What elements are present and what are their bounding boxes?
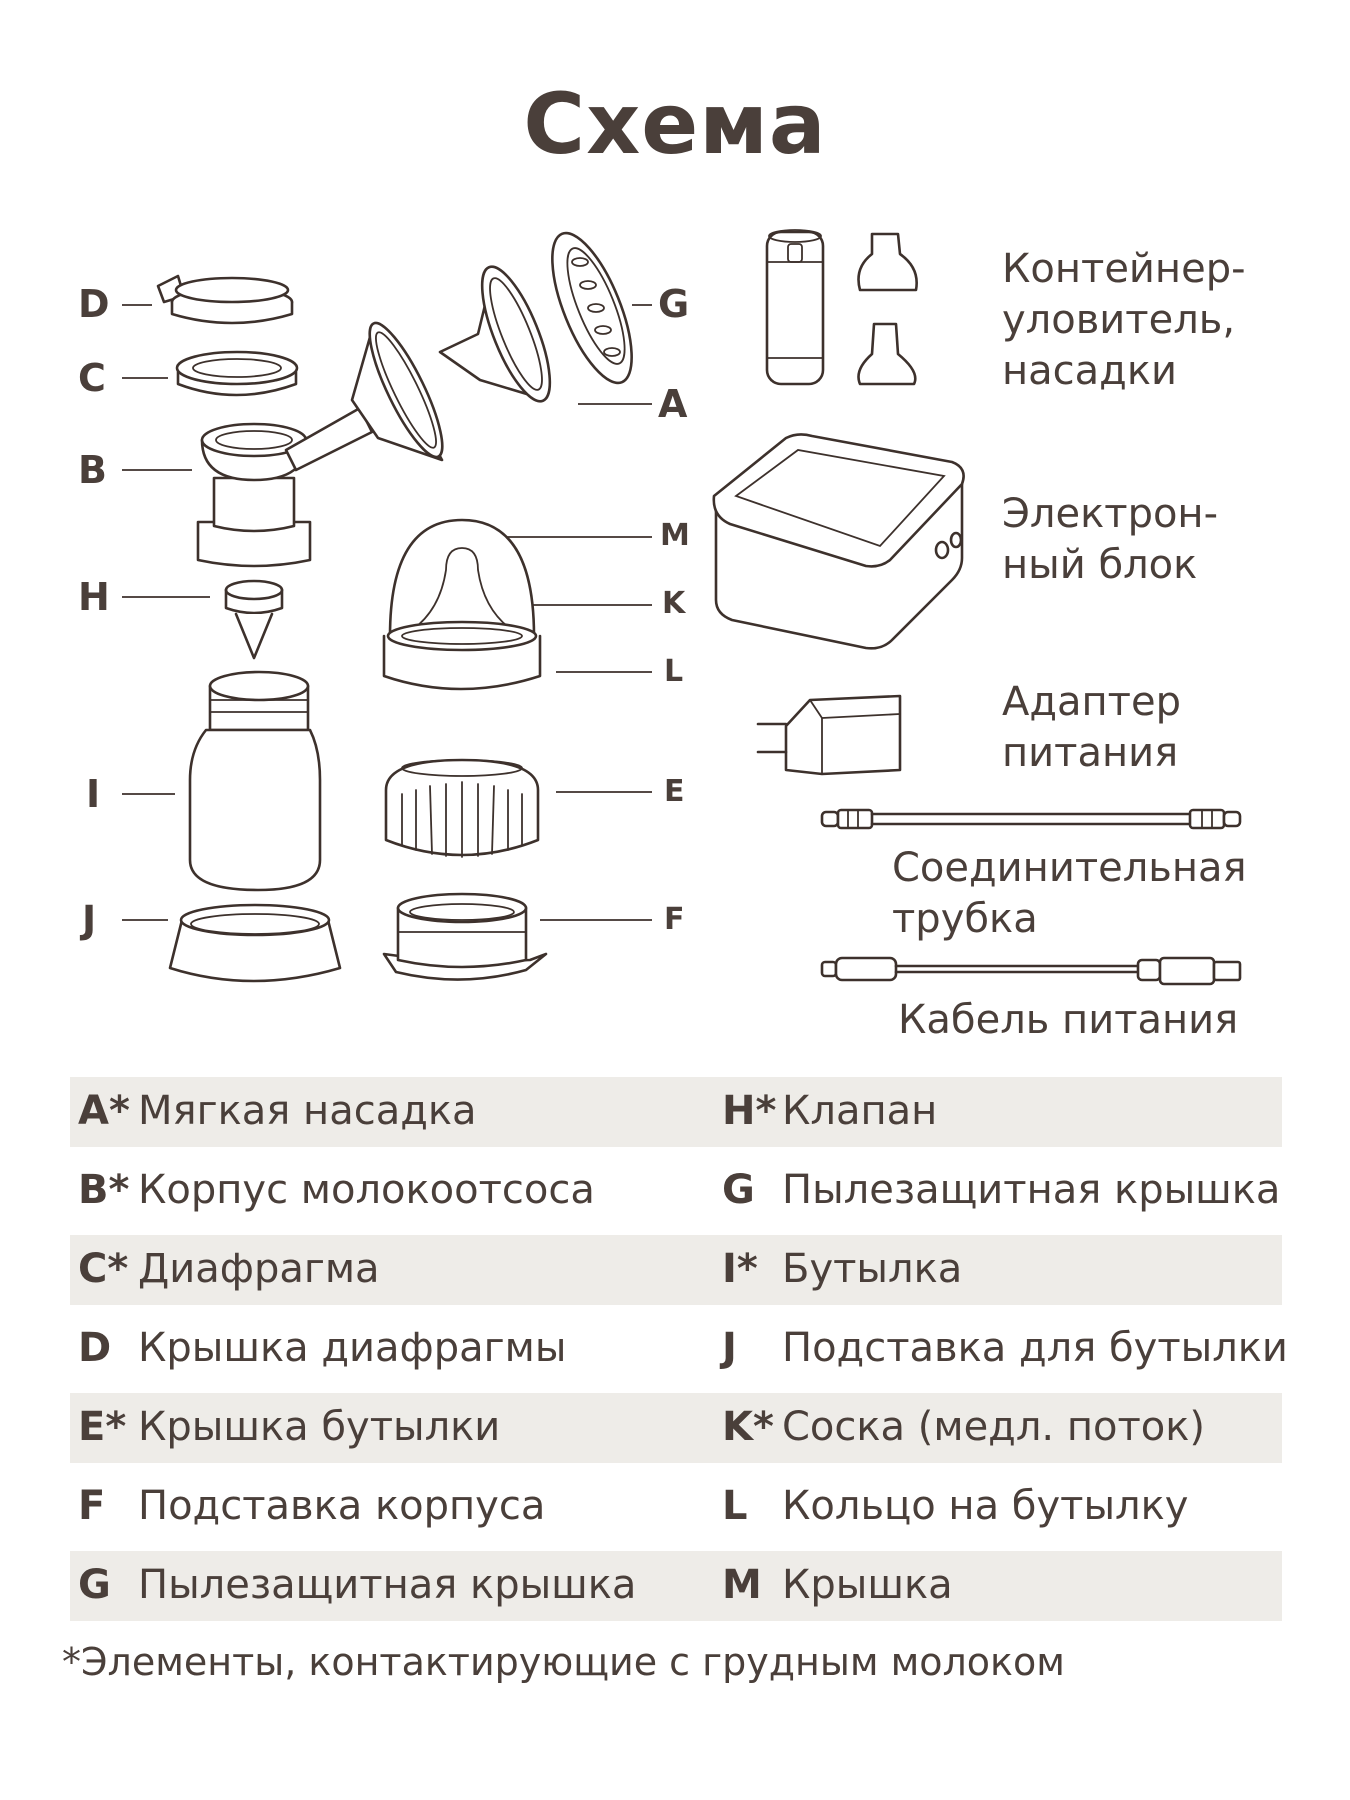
parts-legend: A* Мягкая насадка H* Клапан B* Корпус мо… bbox=[70, 1077, 1288, 1630]
legend-key: H* bbox=[722, 1088, 777, 1134]
legend-value: Кольцо на бутылку bbox=[782, 1483, 1189, 1529]
legend-row: D Крышка диафрагмы J Подставка для бутыл… bbox=[70, 1314, 1288, 1384]
legend-key: F bbox=[78, 1483, 106, 1529]
label-i: I bbox=[86, 772, 101, 816]
legend-value: Пылезащитная крышка bbox=[782, 1167, 1281, 1213]
label-a: A bbox=[658, 382, 688, 426]
label-d: D bbox=[78, 282, 110, 326]
diaphragm-cap-drawing bbox=[156, 274, 294, 325]
legend-value: Диафрагма bbox=[138, 1246, 380, 1292]
label-l: L bbox=[664, 654, 684, 689]
electronic-unit-drawing bbox=[712, 433, 965, 650]
legend-key: I* bbox=[722, 1246, 758, 1292]
label-m: M bbox=[660, 518, 690, 553]
legend-row: E* Крышка бутылки K* Соска (медл. поток) bbox=[70, 1393, 1282, 1463]
nozzles-drawing bbox=[857, 232, 918, 386]
tube-label: Соединительная трубка bbox=[892, 845, 1247, 942]
legend-key: C* bbox=[78, 1246, 129, 1292]
legend-key: A* bbox=[78, 1088, 130, 1134]
label-f: F bbox=[664, 902, 685, 937]
legend-value: Крышка bbox=[782, 1562, 953, 1608]
legend-value: Корпус молокоотсоса bbox=[138, 1167, 595, 1213]
electronic-unit-label: Электрон- ный блок bbox=[1002, 491, 1219, 588]
legend-row: F Подставка корпуса L Кольцо на бутылку bbox=[70, 1472, 1282, 1542]
legend-key: L bbox=[722, 1483, 748, 1529]
legend-value: Крышка диафрагмы bbox=[138, 1325, 567, 1371]
bottle-stand-drawing bbox=[168, 903, 342, 983]
adapter-label: Адаптер питания bbox=[1002, 679, 1181, 776]
legend-value: Клапан bbox=[782, 1088, 938, 1134]
legend-value: Бутылка bbox=[782, 1246, 963, 1292]
legend-row: A* Мягкая насадка H* Клапан bbox=[70, 1077, 1282, 1147]
bottle-cap-drawing bbox=[384, 758, 540, 858]
legend-row: B* Корпус молокоотсоса G Пылезащитная кр… bbox=[70, 1156, 1282, 1226]
legend-key: G bbox=[78, 1562, 111, 1608]
label-b: B bbox=[78, 448, 107, 492]
legend-value: Соска (медл. поток) bbox=[782, 1404, 1205, 1450]
legend-row: C* Диафрагма I* Бутылка bbox=[70, 1235, 1282, 1305]
connection-tube-drawing bbox=[820, 808, 1242, 830]
label-h: H bbox=[78, 575, 110, 619]
legend-key: M bbox=[722, 1562, 762, 1608]
dust-cover-drawing bbox=[551, 231, 633, 385]
power-cable-drawing bbox=[820, 956, 1242, 986]
soft-insert-drawing bbox=[438, 265, 552, 403]
pump-body-drawing bbox=[196, 321, 444, 568]
cable-label: Кабель питания bbox=[898, 997, 1239, 1043]
legend-value: Подставка корпуса bbox=[138, 1483, 546, 1529]
bottle-drawing bbox=[188, 670, 322, 892]
label-c: C bbox=[78, 356, 106, 400]
legend-value: Крышка бутылки bbox=[138, 1404, 501, 1450]
legend-value: Подставка для бутылки bbox=[782, 1325, 1288, 1371]
parts-diagram bbox=[122, 229, 1242, 986]
legend-key: B* bbox=[78, 1167, 130, 1213]
legend-value: Пылезащитная крышка bbox=[138, 1562, 637, 1608]
footnote: *Элементы, контактирующие с грудным моло… bbox=[62, 1640, 1065, 1684]
collector-container-drawing bbox=[765, 229, 825, 386]
legend-row: G Пылезащитная крышка M Крышка bbox=[70, 1551, 1282, 1621]
container-label: Контейнер- уловитель, насадки bbox=[1002, 246, 1246, 394]
legend-key: G bbox=[722, 1167, 755, 1213]
legend-key: J bbox=[722, 1325, 737, 1371]
diaphragm-drawing bbox=[175, 350, 299, 397]
page-title: Схема bbox=[523, 75, 827, 173]
legend-key: E* bbox=[78, 1404, 127, 1450]
label-g: G bbox=[658, 282, 690, 326]
valve-drawing bbox=[224, 579, 284, 660]
leader-lines bbox=[122, 304, 652, 921]
power-adapter-drawing bbox=[756, 694, 902, 776]
label-j: J bbox=[82, 898, 97, 942]
teat-cover-drawing bbox=[382, 518, 542, 691]
legend-value: Мягкая насадка bbox=[138, 1088, 477, 1134]
legend-key: D bbox=[78, 1325, 112, 1371]
label-e: E bbox=[664, 774, 685, 809]
label-k: K bbox=[662, 586, 686, 621]
body-stand-drawing bbox=[382, 892, 548, 981]
legend-key: K* bbox=[722, 1404, 774, 1450]
